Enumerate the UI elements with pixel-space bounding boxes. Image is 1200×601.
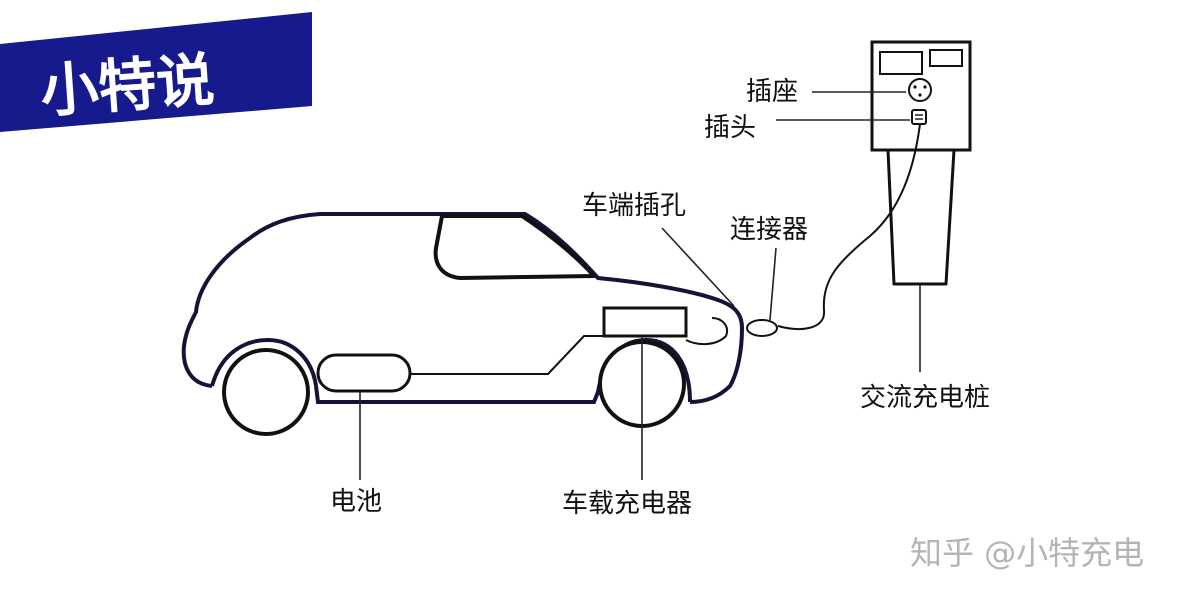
battery-shape	[316, 353, 412, 393]
label-socket: 插座	[746, 77, 798, 107]
label-plug: 插头	[704, 113, 756, 143]
car-body-outline	[181, 212, 744, 404]
brand-banner: 小特说	[0, 12, 312, 132]
label-onboard-charger: 车载充电器	[562, 489, 692, 519]
label-ac-charger: 交流充电桩	[860, 383, 990, 413]
leader-car-port	[661, 227, 735, 307]
watermark: 知乎 @小特充电	[910, 534, 1144, 572]
car	[181, 212, 744, 436]
car-underbody	[314, 385, 600, 404]
pile-screen-left	[879, 51, 923, 75]
car-window	[433, 214, 596, 280]
charging-cable	[777, 123, 921, 330]
pile-screen-right	[929, 49, 963, 67]
socket-pin-3	[918, 93, 922, 97]
connector-shape	[746, 319, 778, 337]
battery-charger-wire	[410, 335, 604, 375]
label-car-port: 车端插孔	[582, 191, 686, 221]
pile-post	[886, 148, 956, 286]
onboard-charger-shape	[602, 306, 688, 338]
brand-banner-shape	[0, 12, 312, 132]
headlight	[685, 317, 728, 346]
leader-connector	[769, 247, 777, 321]
socket-icon	[908, 78, 932, 102]
rear-wheel-arch	[210, 337, 318, 387]
brand-title: 小特说	[38, 46, 216, 126]
socket-pin-2	[923, 85, 927, 89]
plug-icon	[911, 109, 927, 125]
label-connector: 连接器	[730, 215, 808, 245]
ac-charging-pile	[870, 40, 972, 286]
rear-wheel	[222, 348, 310, 436]
socket-pin-1	[913, 85, 917, 89]
label-battery: 电池	[330, 487, 382, 517]
